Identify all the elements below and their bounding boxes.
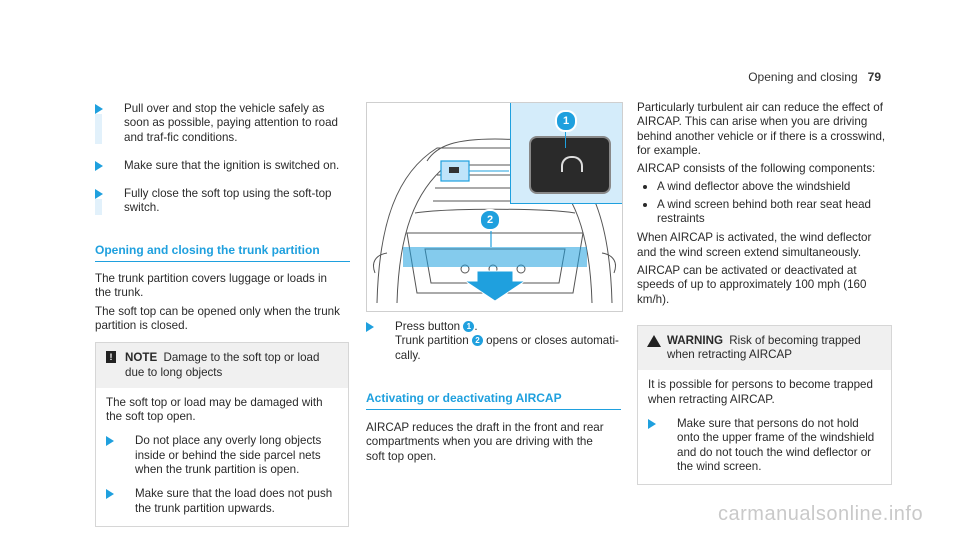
step-arrow-icon	[648, 419, 656, 430]
note-exclamation-icon: !	[106, 351, 116, 364]
bullet-dot	[643, 185, 647, 190]
step-arrow-icon	[95, 160, 103, 171]
bullet-dot	[643, 202, 647, 207]
soft-top-button	[529, 136, 611, 194]
callout-1: 1	[555, 110, 577, 132]
bullet-item: A wind deflector above the windshield	[637, 180, 892, 194]
note-label: NOTE	[125, 351, 158, 365]
step-ignition: Make sure that the ignition is switched …	[95, 159, 350, 173]
warning-box: WARNING Risk of becoming trapped when re…	[637, 324, 892, 486]
step-arrow-icon	[366, 322, 374, 332]
warning-step: Make sure that persons do not hold onto …	[648, 417, 881, 474]
warning-body: It is possible for persons to become tra…	[648, 378, 873, 406]
paragraph: AIRCAP consists of the following compone…	[637, 162, 876, 176]
step-arrow-icon	[106, 489, 114, 500]
step-arrow-icon	[106, 436, 114, 447]
step-text: Pull over and stop the vehicle safely as…	[124, 102, 338, 144]
step-text: Make sure that persons do not hold onto …	[677, 417, 875, 473]
paragraph: The trunk partition covers luggage or lo…	[95, 272, 328, 300]
warning-header: WARNING Risk of becoming trapped when re…	[638, 325, 891, 371]
section-title-aircap: Activating or deactivating AIRCAP	[366, 391, 621, 411]
callout-1-line	[565, 132, 566, 148]
paragraph: AIRCAP reduces the draft in the front an…	[366, 421, 604, 463]
car-rear-drawing	[373, 138, 616, 304]
paragraph: Particularly turbulent air can reduce th…	[637, 101, 886, 157]
callout-ref-1: 1	[463, 321, 475, 332]
section-title-trunk-partition: Opening and closing the trunk partition	[95, 243, 350, 263]
step-arrow-icon	[95, 104, 103, 114]
step-pull-over: Pull over and stop the vehicle safely as…	[95, 102, 350, 145]
paragraph: AIRCAP can be activated or deactivated a…	[637, 263, 867, 306]
callout-ref-2: 2	[471, 335, 483, 347]
step-bar	[95, 114, 102, 144]
note-title: Damage to the soft top or load due to lo…	[125, 351, 320, 379]
note-body: The soft top or load may be damaged with…	[106, 395, 323, 424]
bullet-item: A wind screen behind both rear seat head…	[637, 198, 877, 227]
step-press-button: Press button 1. Trunk partition 2 opens …	[366, 320, 621, 363]
page-header: Opening and closing 79	[748, 70, 881, 84]
header-section: Opening and closing	[748, 70, 858, 84]
note-box: ! NOTE Damage to the soft top or load du…	[95, 342, 349, 527]
step-text: opens or closes automati-cally.	[395, 334, 619, 362]
step-text: Make sure that the ignition is switched …	[124, 158, 340, 172]
note-step: Make sure that the load does not push th…	[106, 487, 338, 516]
step-text: Fully close the soft top using the soft-…	[124, 187, 332, 215]
soft-top-icon	[561, 156, 583, 172]
warning-triangle-icon	[647, 334, 661, 347]
watermark: carmanualsonline.info	[718, 503, 924, 525]
step-text: Press button	[395, 320, 461, 333]
step-text: Make sure that the load does not push th…	[135, 487, 333, 515]
warning-label: WARNING	[667, 333, 724, 347]
step-arrow-icon	[95, 189, 103, 200]
column-right: Particularly turbulent air can reduce th…	[637, 101, 892, 486]
page-number: 79	[867, 70, 881, 84]
column-middle-text: Press button 1. Trunk partition 2 opens …	[366, 320, 621, 464]
warning-title: Risk of becoming trapped when retracting…	[667, 333, 861, 362]
step-close-soft-top: Fully close the soft top using the soft-…	[95, 187, 350, 216]
column-left: Pull over and stop the vehicle safely as…	[95, 102, 350, 527]
note-step: Do not place any overly long objects ins…	[106, 434, 338, 477]
callout-2: 2	[479, 209, 501, 231]
paragraph: The soft top can be opened only when the…	[95, 304, 340, 332]
step-text: Trunk partition	[395, 334, 469, 348]
step-text: Do not place any overly long objects ins…	[135, 434, 322, 477]
step-bar	[95, 199, 102, 216]
trunk-illustration: 1 2	[366, 102, 623, 312]
note-header: ! NOTE Damage to the soft top or load du…	[96, 343, 348, 388]
paragraph: When AIRCAP is activated, the wind defle…	[637, 231, 872, 259]
